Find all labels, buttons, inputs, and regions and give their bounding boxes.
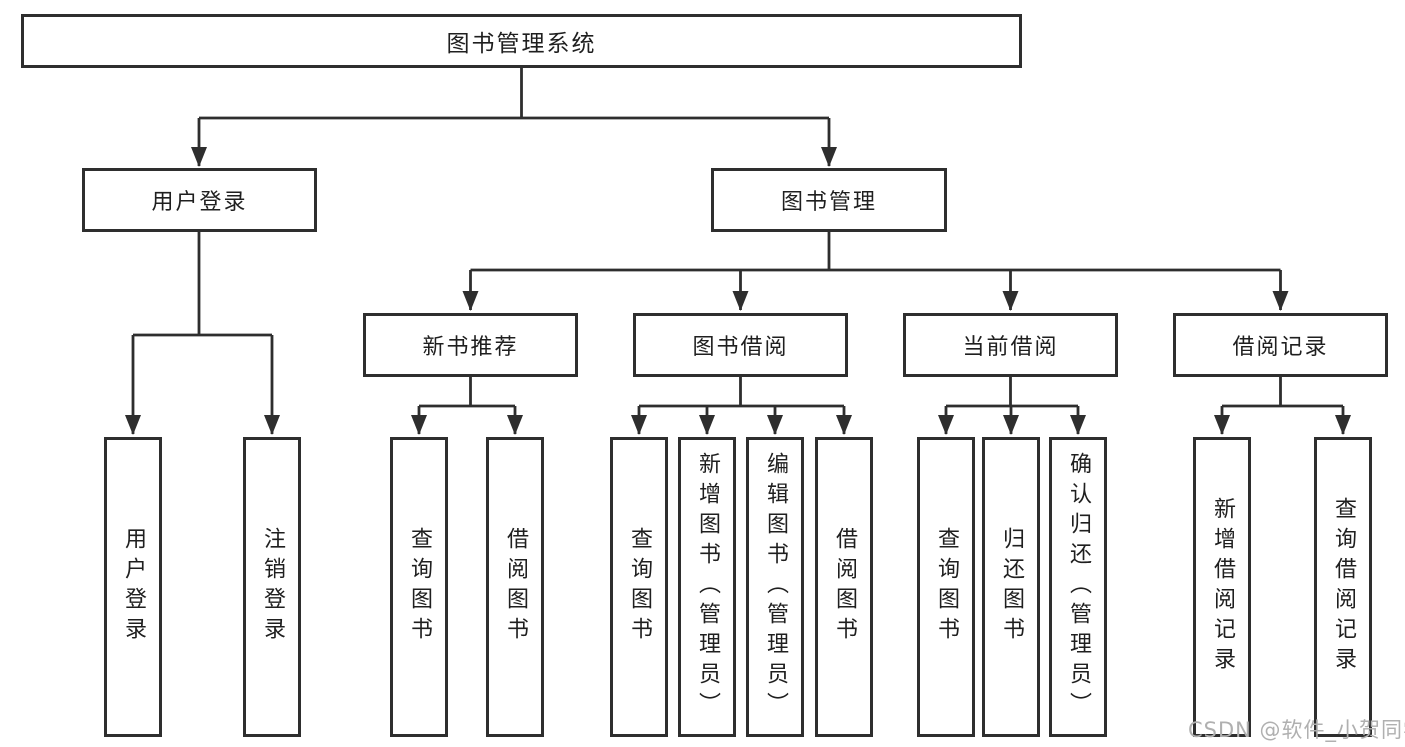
leaf-query-books-borrowing-label: 查询图书 xyxy=(627,527,652,647)
leaf-borrow-book-borrowing: 借阅图书 xyxy=(815,437,873,737)
node-user-login: 用户登录 xyxy=(82,168,317,232)
leaf-user-login: 用户登录 xyxy=(104,437,162,737)
node-book-borrowing-label: 图书借阅 xyxy=(692,335,789,360)
leaf-user-login-label: 用户登录 xyxy=(121,527,146,647)
leaf-edit-book-admin: 编辑图书（管理员） xyxy=(746,437,804,737)
node-book-borrowing: 图书借阅 xyxy=(633,313,848,377)
leaf-query-borrow-record-label: 查询借阅记录 xyxy=(1331,497,1356,677)
node-book-management-label: 图书管理 xyxy=(780,190,877,215)
leaf-add-book-admin: 新增图书（管理员） xyxy=(678,437,736,737)
node-borrowing-records-label: 借阅记录 xyxy=(1232,335,1329,360)
node-current-borrowing-label: 当前借阅 xyxy=(962,335,1059,360)
leaf-borrow-books-recommend-label: 借阅图书 xyxy=(503,527,528,647)
leaf-add-book-admin-label: 新增图书（管理员） xyxy=(695,452,720,722)
leaf-query-books-borrowing: 查询图书 xyxy=(610,437,668,737)
leaf-query-books-current: 查询图书 xyxy=(917,437,975,737)
node-new-book-recommend: 新书推荐 xyxy=(363,313,578,377)
leaf-return-book-label: 归还图书 xyxy=(999,527,1024,647)
leaf-confirm-return-admin: 确认归还（管理员） xyxy=(1049,437,1107,737)
leaf-query-borrow-record: 查询借阅记录 xyxy=(1314,437,1372,737)
node-user-login-label: 用户登录 xyxy=(151,190,248,215)
leaf-borrow-book-borrowing-label: 借阅图书 xyxy=(832,527,857,647)
node-current-borrowing: 当前借阅 xyxy=(903,313,1118,377)
leaf-borrow-books-recommend: 借阅图书 xyxy=(486,437,544,737)
leaf-edit-book-admin-label: 编辑图书（管理员） xyxy=(763,452,788,722)
node-book-management: 图书管理 xyxy=(711,168,947,232)
leaf-logout-label: 注销登录 xyxy=(260,527,285,647)
node-library-system-label: 图书管理系统 xyxy=(446,31,597,57)
leaf-query-books-recommend: 查询图书 xyxy=(390,437,448,737)
node-borrowing-records: 借阅记录 xyxy=(1173,313,1388,377)
leaf-query-books-current-label: 查询图书 xyxy=(934,527,959,647)
leaf-return-book: 归还图书 xyxy=(982,437,1040,737)
node-library-system: 图书管理系统 xyxy=(21,14,1022,68)
csdn-watermark: CSDN @软件_小贺同学 xyxy=(1188,718,1405,742)
leaf-confirm-return-admin-label: 确认归还（管理员） xyxy=(1066,452,1091,722)
node-new-book-recommend-label: 新书推荐 xyxy=(422,335,519,360)
leaf-add-borrow-record-label: 新增借阅记录 xyxy=(1210,497,1235,677)
leaf-add-borrow-record: 新增借阅记录 xyxy=(1193,437,1251,737)
leaf-query-books-recommend-label: 查询图书 xyxy=(407,527,432,647)
leaf-logout: 注销登录 xyxy=(243,437,301,737)
